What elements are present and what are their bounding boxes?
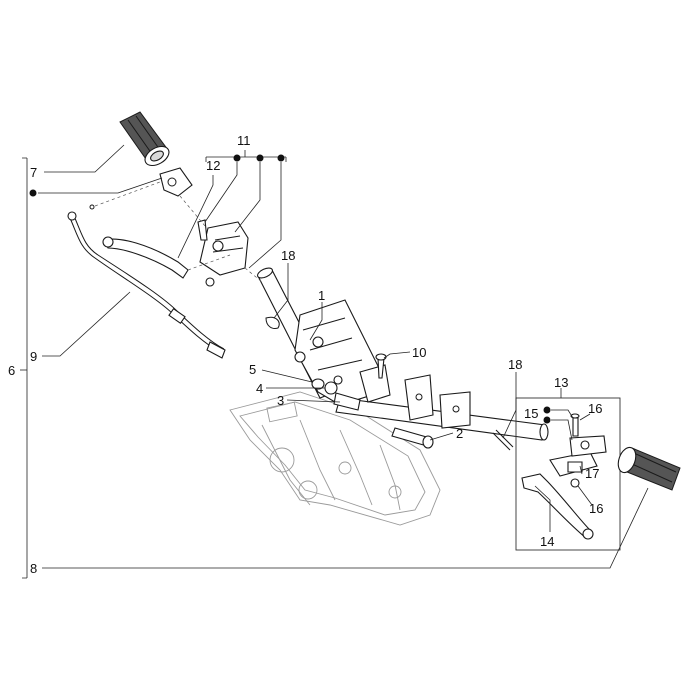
callout-11: 11 xyxy=(237,133,251,148)
handlebar-cover-outline xyxy=(229,391,441,526)
callout-4: 4 xyxy=(256,381,263,396)
left-throttle-housing xyxy=(159,167,193,197)
callout-16-bottom: 16 xyxy=(589,501,603,516)
callout-6: 6 xyxy=(8,363,15,378)
bolt-part-2 xyxy=(391,427,434,449)
callout-3: 3 xyxy=(277,393,284,408)
bush-and-washers xyxy=(311,378,361,411)
left-grip xyxy=(119,111,170,167)
callout-18-right: 18 xyxy=(508,357,522,372)
callout-12: 12 xyxy=(206,158,220,173)
callout-2: 2 xyxy=(456,426,463,441)
retaining-clip-left xyxy=(265,316,280,329)
right-lever-assembly-frame xyxy=(515,397,621,551)
master-cylinder xyxy=(197,219,249,287)
callout-10: 10 xyxy=(412,345,426,360)
callout-1: 1 xyxy=(318,288,325,303)
callout-5: 5 xyxy=(249,362,256,377)
left-brake-lever xyxy=(102,236,189,279)
right-lever-bracket xyxy=(549,413,607,488)
right-brake-lever xyxy=(521,473,594,540)
callout-8: 8 xyxy=(30,561,37,576)
callout-16-top: 16 xyxy=(588,401,602,416)
screw-part-10 xyxy=(375,353,387,379)
callout-15: 15 xyxy=(524,406,538,421)
handlebar-tube xyxy=(257,267,549,441)
callout-labels: 7 6 9 8 11 12 18 1 10 5 4 3 2 18 13 15 1… xyxy=(8,133,603,576)
right-grip xyxy=(617,446,681,491)
callout-13: 13 xyxy=(554,375,568,390)
callout-7: 7 xyxy=(30,165,37,180)
callout-9: 9 xyxy=(30,349,37,364)
callout-18-left: 18 xyxy=(281,248,295,263)
callout-14: 14 xyxy=(540,534,554,549)
callout-17: 17 xyxy=(585,466,599,481)
assembly-guide-lines-left xyxy=(94,181,263,283)
brake-cable xyxy=(67,204,226,359)
callout-leaders xyxy=(20,144,649,579)
retaining-clip-right xyxy=(492,429,514,451)
